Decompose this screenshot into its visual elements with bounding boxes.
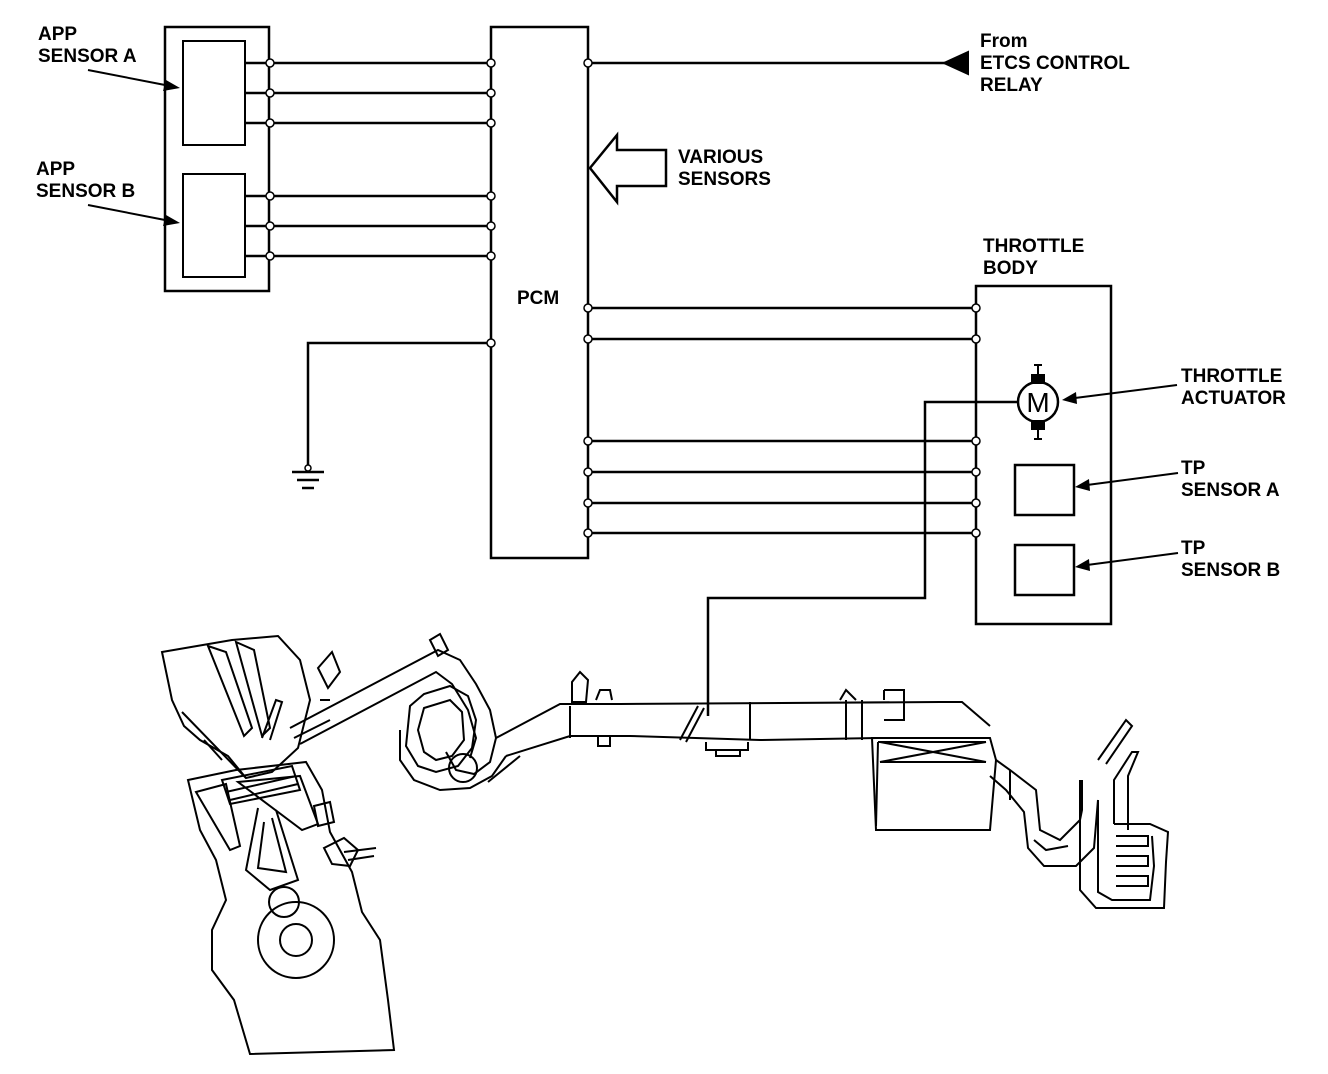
label-pcm: PCM: [517, 288, 560, 309]
app-sensor-b-box: [182, 173, 246, 278]
engine-illustration: [160, 632, 1170, 1056]
label-throttle-actuator: THROTTLE ACTUATOR: [1181, 366, 1286, 409]
leader-lines: [87, 69, 1179, 566]
various-sensors-arrow: [588, 131, 668, 206]
label-app-sensor-b: APP SENSOR B: [36, 159, 136, 202]
label-throttle-body: THROTTLE BODY: [983, 236, 1085, 279]
app-sensor-wires: [245, 61, 491, 258]
actuator-linkage: [706, 400, 1018, 716]
app-sensor-assembly: [163, 25, 271, 293]
tp-sensor-a-box: [1013, 463, 1076, 517]
app-sensor-a-box: [182, 40, 246, 146]
label-tp-sensor-a: TP SENSOR A: [1181, 458, 1280, 501]
leader-arrowheads: [163, 80, 1090, 571]
throttle-body-box: [974, 284, 1113, 626]
ground-wire: [292, 341, 491, 490]
label-app-sensor-a: APP SENSOR A: [38, 24, 137, 67]
connection-dots: [265, 58, 981, 538]
label-tp-sensor-b: TP SENSOR B: [1181, 538, 1281, 581]
label-etcs-control-relay: From ETCS CONTROL RELAY: [980, 31, 1130, 96]
etcs-relay-arrowhead: [941, 50, 969, 76]
tp-sensor-b-box: [1013, 543, 1076, 597]
pcm-box: [489, 25, 590, 560]
label-various-sensors: VARIOUS SENSORS: [678, 147, 771, 190]
motor-symbol: M: [1026, 387, 1049, 418]
pcm-throttle-wires: [588, 306, 976, 535]
